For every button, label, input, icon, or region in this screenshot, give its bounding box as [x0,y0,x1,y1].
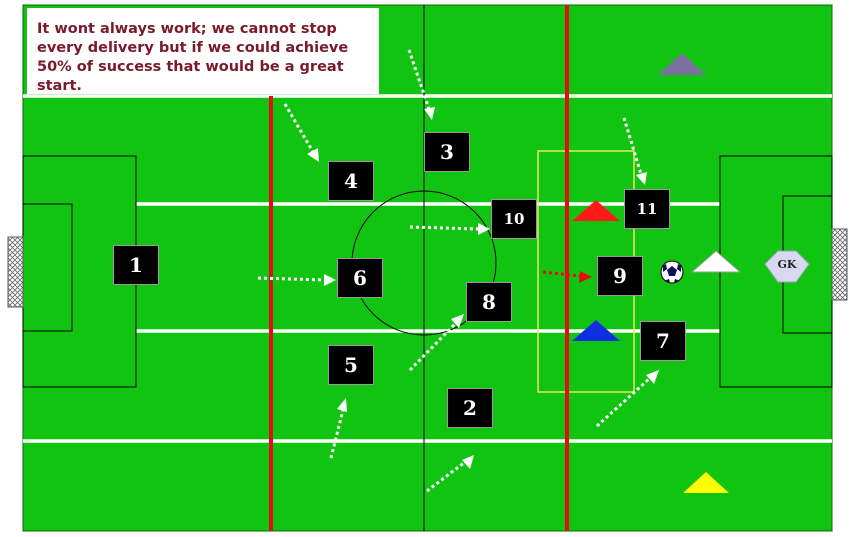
player-marker: 11 [624,189,670,229]
player-marker: 10 [491,199,537,239]
player-marker: 6 [337,258,383,298]
player-marker: 1 [113,245,159,285]
player-marker: 9 [597,256,643,296]
cone-marker-icon [658,53,706,75]
cone-marker-icon [683,472,729,493]
movement-arrows [257,49,652,493]
arrow-heads [307,107,659,469]
player-marker: 5 [328,345,374,385]
player-marker: 2 [447,388,493,428]
goalkeeper: GK [764,250,810,283]
movement-arrow-red [542,270,582,278]
cone-marker-icon [690,250,742,273]
goalkeeper-label: GK [778,258,797,271]
player-marker: 4 [328,161,374,201]
goal-net-icon [831,228,848,301]
cone-marker-icon [572,200,620,221]
player-marker: 7 [640,321,686,361]
zone-lines [269,5,569,531]
coaching-note-text: It wont always work; we cannot stop ever… [37,21,349,94]
cone-marker-icon [572,320,620,341]
goal-net-icon [7,236,24,308]
coaching-note: It wont always work; we cannot stop ever… [27,8,379,94]
soccer-ball-icon [660,260,684,284]
player-marker: 8 [466,282,512,322]
player-marker: 3 [424,132,470,172]
arrow-head-red [579,271,592,283]
pitch-lines [23,94,832,443]
